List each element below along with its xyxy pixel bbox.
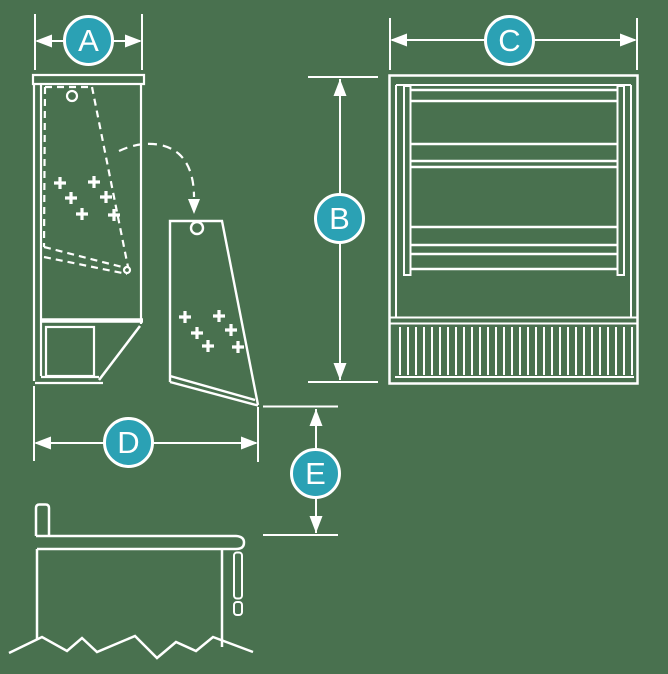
bracket-clip-lower <box>233 601 243 616</box>
motion-arrow-head-icon <box>188 199 200 214</box>
divider-panel-dashed-outline <box>42 85 130 276</box>
arrow-left-icon <box>35 34 52 48</box>
inner-frame <box>395 84 632 317</box>
arrow-down-icon <box>309 516 323 533</box>
plus-marks <box>179 310 244 353</box>
panel-hole <box>65 89 79 103</box>
shelf-band <box>36 534 246 551</box>
arrow-right-icon <box>620 33 637 47</box>
dimension-badge-a: A <box>63 15 114 66</box>
dimension-badge-d: D <box>103 417 154 468</box>
compartment-diagonal <box>98 325 141 381</box>
arrow-up-icon <box>309 409 323 426</box>
motion-arrow-curve <box>118 142 196 198</box>
front-view-drawing <box>388 74 639 385</box>
outer-frame <box>388 74 639 385</box>
dimension-badge-b: B <box>314 193 365 244</box>
dimension-badge-c: C <box>484 15 535 66</box>
dimension-c-lines <box>389 18 638 70</box>
arrow-right-icon <box>241 436 258 450</box>
left-post <box>403 85 412 276</box>
panel-pivot <box>122 265 132 275</box>
compartment-box <box>44 325 96 378</box>
arrow-right-icon <box>125 34 142 48</box>
dimension-badge-e: E <box>290 448 341 499</box>
panel-hole <box>189 220 205 236</box>
base-band <box>390 316 637 325</box>
base-slats <box>399 327 633 375</box>
back-lip <box>34 503 51 536</box>
arrow-up-icon <box>333 79 347 96</box>
cabinet-bottom <box>35 375 103 385</box>
arrow-left-icon <box>34 436 51 450</box>
detached-panel-drawing <box>168 219 260 407</box>
plus-marks <box>54 176 120 221</box>
right-post <box>616 85 625 276</box>
bracket-clip-upper <box>233 551 243 600</box>
arrow-down-icon <box>333 363 347 380</box>
break-line-zigzag <box>8 634 254 660</box>
side-view-drawing <box>31 73 200 385</box>
horizontal-rails <box>411 88 617 271</box>
cabinet-body <box>32 84 143 381</box>
arrow-left-icon <box>390 33 407 47</box>
dimension-e-lines <box>263 405 338 536</box>
bracket-section-drawing <box>8 503 254 660</box>
panel-outline <box>168 219 260 407</box>
cabinet-top <box>31 73 146 86</box>
